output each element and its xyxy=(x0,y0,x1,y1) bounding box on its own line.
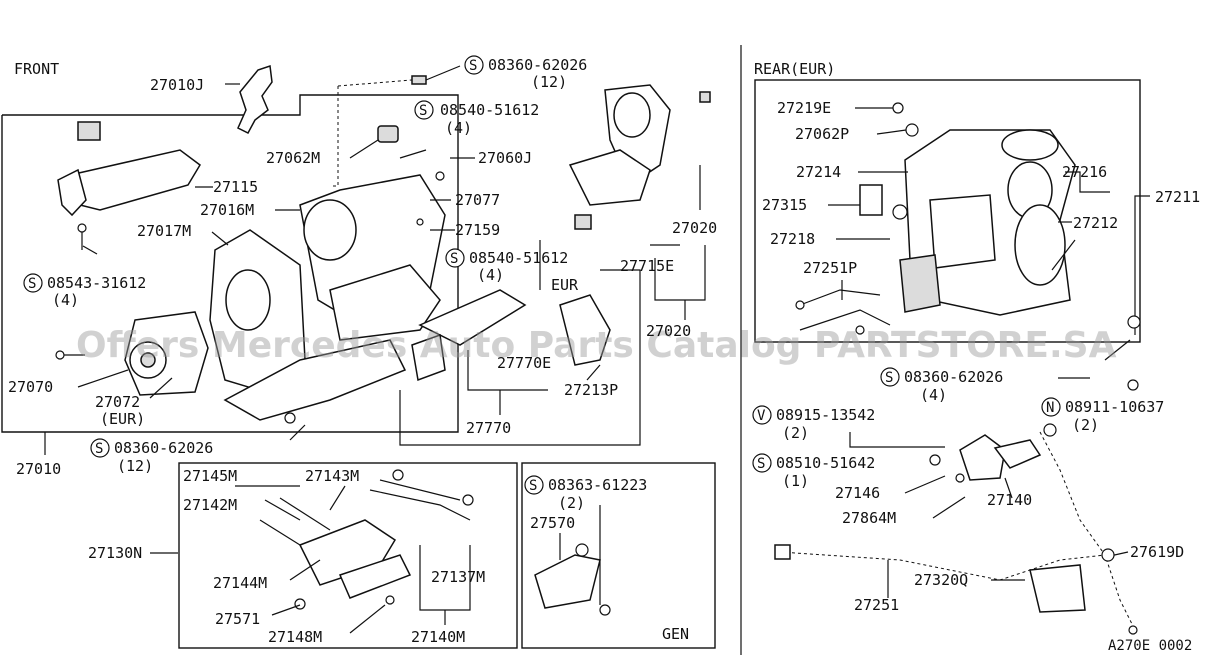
part-27213P: 27213P xyxy=(564,381,618,399)
sub-assembly-27130N xyxy=(235,469,474,634)
part-27115: 27115 xyxy=(213,178,258,196)
part-27864M: 27864M xyxy=(842,509,896,527)
front-section-label: FRONT xyxy=(14,60,59,78)
fastener-qty: (4) xyxy=(920,386,947,404)
fastener-prefix: S xyxy=(95,441,103,457)
fastener-qty: (4) xyxy=(477,266,504,284)
fastener-prefix: S xyxy=(885,370,893,386)
part-27140: 27140 xyxy=(987,491,1032,509)
fastener-code: 08360-62026 xyxy=(488,56,587,74)
fastener-code: 08363-61223 xyxy=(548,476,647,494)
part-27145M: 27145M xyxy=(183,467,237,485)
part-27146: 27146 xyxy=(835,484,880,502)
fastener-code: 08360-62026 xyxy=(904,368,1003,386)
fastener-prefix: S xyxy=(529,478,537,494)
part-27140M: 27140M xyxy=(411,628,465,646)
sub-box-27130N xyxy=(178,462,518,649)
part-27062P: 27062P xyxy=(795,125,849,143)
part-27130N: 27130N xyxy=(88,544,142,562)
fastener-prefix: S xyxy=(469,58,477,74)
fastener-qty: (2) xyxy=(558,494,585,512)
fastener-code: 08543-31612 xyxy=(47,274,146,292)
fastener-qty: (12) xyxy=(531,73,567,91)
fastener-qty: (1) xyxy=(782,472,809,490)
part-27715E: 27715E xyxy=(620,257,674,275)
front-frame xyxy=(1,94,459,433)
watermark: Offers Mercedes Auto Parts Catalog PARTS… xyxy=(76,325,1117,366)
fastener-prefix: N xyxy=(1046,400,1054,416)
part-27072: 27072 xyxy=(95,393,140,411)
part-27143M: 27143M xyxy=(305,467,359,485)
fastener-prefix: S xyxy=(419,103,427,119)
part-27077: 27077 xyxy=(455,191,500,209)
part-27159: 27159 xyxy=(455,221,500,239)
part-27770E: 27770E xyxy=(497,354,551,372)
part-27137M: 27137M xyxy=(431,568,485,586)
part-27072-note: (EUR) xyxy=(100,410,145,428)
rear-leader-lines xyxy=(828,107,1150,598)
rear-section-label: REAR(EUR) xyxy=(754,60,835,78)
part-27251: 27251 xyxy=(854,596,899,614)
fastener-prefix: S xyxy=(28,276,36,292)
fastener-qty: (2) xyxy=(1072,416,1099,434)
part-27142M: 27142M xyxy=(183,496,237,514)
fastener-symbols xyxy=(23,55,1061,495)
fastener-qty: (2) xyxy=(782,424,809,442)
part-27070: 27070 xyxy=(8,378,53,396)
part-27016M: 27016M xyxy=(200,201,254,219)
part-27216: 27216 xyxy=(1062,163,1107,181)
rear-heater-unit xyxy=(795,102,1076,335)
part-27010J: 27010J xyxy=(150,76,204,94)
fastener-prefix: V xyxy=(757,408,766,424)
fastener-code: 08540-51612 xyxy=(440,101,539,119)
diagram-reference: A270E 0002 xyxy=(1108,638,1192,654)
part-27062M: 27062M xyxy=(266,149,320,167)
part-27144M: 27144M xyxy=(213,574,267,592)
part-27218: 27218 xyxy=(770,230,815,248)
eur-label: EUR xyxy=(551,276,579,294)
part-27214: 27214 xyxy=(796,163,841,181)
part-27219E: 27219E xyxy=(777,99,831,117)
part-27570: 27570 xyxy=(530,514,575,532)
sub-assembly-gen xyxy=(534,505,611,616)
front-leader-lines xyxy=(44,79,706,554)
part-27060J: 27060J xyxy=(478,149,532,167)
part-27571: 27571 xyxy=(215,610,260,628)
part-27212: 27212 xyxy=(1073,214,1118,232)
part-27320Q: 27320Q xyxy=(914,571,968,589)
fastener-qty: (4) xyxy=(445,119,472,137)
fastener-code: 08915-13542 xyxy=(776,406,875,424)
fastener-qty: (4) xyxy=(52,291,79,309)
fastener-code: 08510-51642 xyxy=(776,454,875,472)
part-27020-a: 27020 xyxy=(672,219,717,237)
part-27251P: 27251P xyxy=(803,259,857,277)
part-27010: 27010 xyxy=(16,460,61,478)
fastener-prefix: S xyxy=(757,456,765,472)
part-27148M: 27148M xyxy=(268,628,322,646)
part-27020-b: 27020 xyxy=(646,322,691,340)
front-heater-assembly xyxy=(55,64,711,424)
fastener-prefix: S xyxy=(450,251,458,267)
part-27315: 27315 xyxy=(762,196,807,214)
sub-box-gen xyxy=(521,462,716,649)
part-27619D: 27619D xyxy=(1130,543,1184,561)
fastener-code: 08540-51612 xyxy=(469,249,568,267)
fastener-qty: (12) xyxy=(117,457,153,475)
gen-label: GEN xyxy=(662,625,689,643)
fastener-code: 08911-10637 xyxy=(1065,398,1164,416)
fastener-code: 08360-62026 xyxy=(114,439,213,457)
part-27211: 27211 xyxy=(1155,188,1200,206)
part-27017M: 27017M xyxy=(137,222,191,240)
part-27770: 27770 xyxy=(466,419,511,437)
rear-actuator-harness xyxy=(774,315,1141,635)
rear-unit-frame xyxy=(754,79,1141,343)
